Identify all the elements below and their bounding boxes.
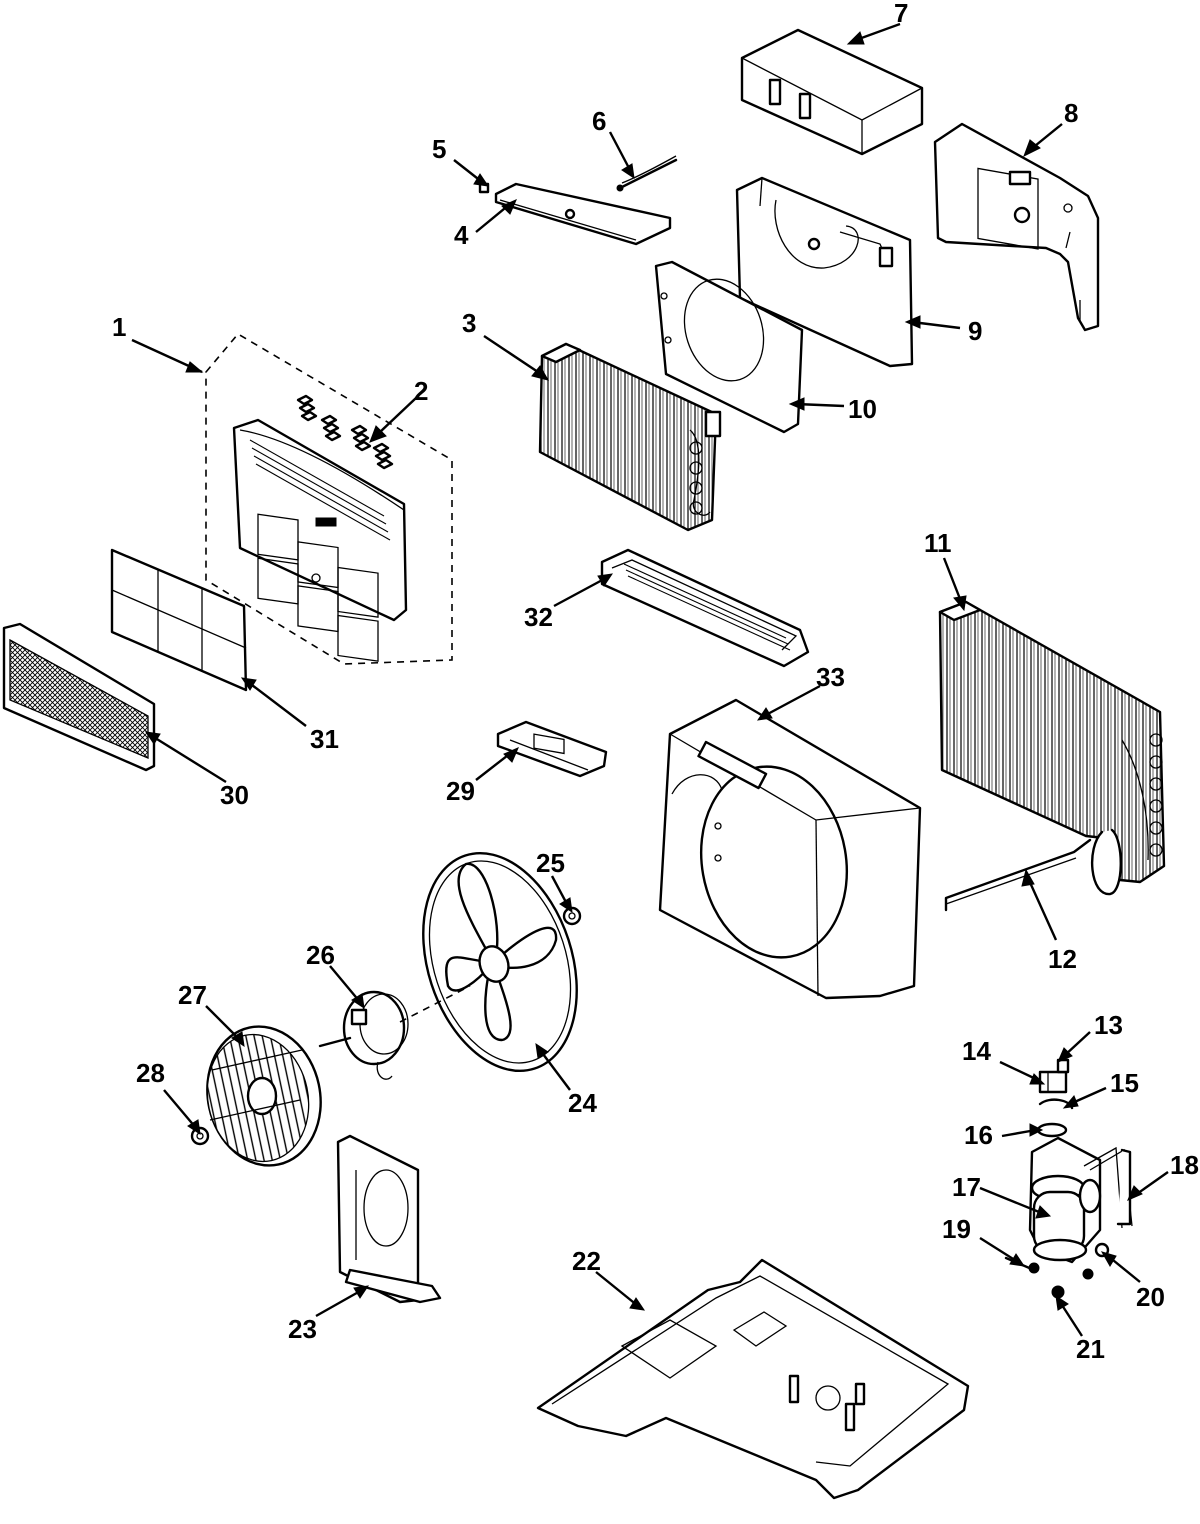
callout-32: 32	[524, 602, 553, 632]
callout-2: 2	[414, 376, 428, 406]
part-13-14-overload-relay	[1038, 1058, 1070, 1094]
callout-27: 27	[178, 980, 207, 1010]
leader-6	[608, 131, 632, 171]
callout-5: 5	[432, 134, 446, 164]
callout-22: 22	[572, 1246, 601, 1276]
callout-17: 17	[952, 1172, 981, 1202]
part-21-mounting-nuts	[1028, 1262, 1094, 1299]
callout-6: 6	[592, 106, 606, 136]
part-30-front-grille	[2, 622, 156, 772]
leader-11	[942, 557, 964, 605]
callout-15: 15	[1110, 1068, 1139, 1098]
part-18-tube	[1116, 1148, 1132, 1226]
leader-14	[999, 1060, 1039, 1082]
callout-28: 28	[136, 1058, 165, 1088]
part-12-capillary-tube	[944, 838, 1092, 912]
callout-16: 16	[964, 1120, 993, 1150]
callout-13: 13	[1094, 1010, 1123, 1040]
leader-7	[855, 22, 901, 42]
callout-12: 12	[1048, 944, 1077, 974]
part-8-rear-panel	[933, 122, 1100, 332]
callout-7: 7	[894, 0, 908, 28]
callout-31: 31	[310, 724, 339, 754]
callout-29: 29	[446, 776, 475, 806]
part-6-sensor-wire	[616, 155, 678, 192]
leader-31	[247, 681, 307, 727]
leader-33	[763, 684, 821, 718]
part-17-compressor-assembly	[1028, 1136, 1133, 1264]
callout-1: 1	[112, 312, 126, 342]
callout-18: 18	[1170, 1150, 1199, 1180]
callout-24: 24	[568, 1088, 597, 1118]
callout-10: 10	[848, 394, 877, 424]
callout-19: 19	[942, 1214, 971, 1244]
leader-32	[553, 576, 607, 608]
leader-12	[1026, 877, 1058, 941]
part-10-partition-plate	[654, 260, 804, 434]
part-32-drain-pan	[600, 548, 810, 668]
callout-9: 9	[968, 316, 982, 346]
callout-14: 14	[962, 1036, 991, 1066]
part-29-bracket	[496, 720, 608, 778]
leader-24	[539, 1049, 571, 1091]
part-31-air-filter	[110, 548, 248, 692]
leader-27	[205, 1005, 241, 1041]
part-4-top-plate	[494, 182, 672, 246]
leader-26	[329, 965, 361, 1003]
leader-22	[595, 1271, 639, 1307]
part-7-top-cover	[740, 28, 924, 156]
part-11-condenser-coil	[938, 600, 1166, 896]
callout-20: 20	[1136, 1282, 1165, 1312]
callout-3: 3	[462, 308, 476, 338]
leader-30	[151, 734, 227, 784]
leader-23	[315, 1288, 363, 1318]
callout-25: 25	[536, 848, 565, 878]
callout-30: 30	[220, 780, 249, 810]
part-3-evaporator-coil	[538, 342, 722, 532]
callout-33: 33	[816, 662, 845, 692]
part-27-blower-wheel	[206, 1025, 322, 1167]
callout-11: 11	[924, 528, 952, 558]
part-33-fan-shroud	[658, 698, 922, 1000]
leader-lines	[131, 22, 1169, 1337]
leader-21	[1058, 1301, 1084, 1337]
leader-17	[979, 1186, 1045, 1216]
part-23-motor-mount	[336, 1134, 442, 1304]
leader-2	[379, 397, 417, 433]
callout-23: 23	[288, 1314, 317, 1344]
part-1-front-panel-assembly	[205, 332, 453, 665]
leader-28	[163, 1089, 197, 1129]
leader-3	[483, 335, 545, 377]
callout-labels: 1 2 3 4 5 6 7 8 9 10 11 12 13 14 15 16 1…	[112, 0, 1199, 1364]
part-25-fan-nut	[562, 906, 582, 926]
part-24-condenser-fan	[422, 851, 578, 1073]
callout-4: 4	[454, 220, 469, 250]
leader-19	[979, 1236, 1019, 1264]
part-2-louvers	[296, 394, 394, 470]
part-26-fan-motor	[318, 985, 471, 1080]
part-22-base-pan	[536, 1258, 970, 1500]
callout-26: 26	[306, 940, 335, 970]
callout-8: 8	[1064, 98, 1078, 128]
callout-21: 21	[1076, 1334, 1105, 1364]
